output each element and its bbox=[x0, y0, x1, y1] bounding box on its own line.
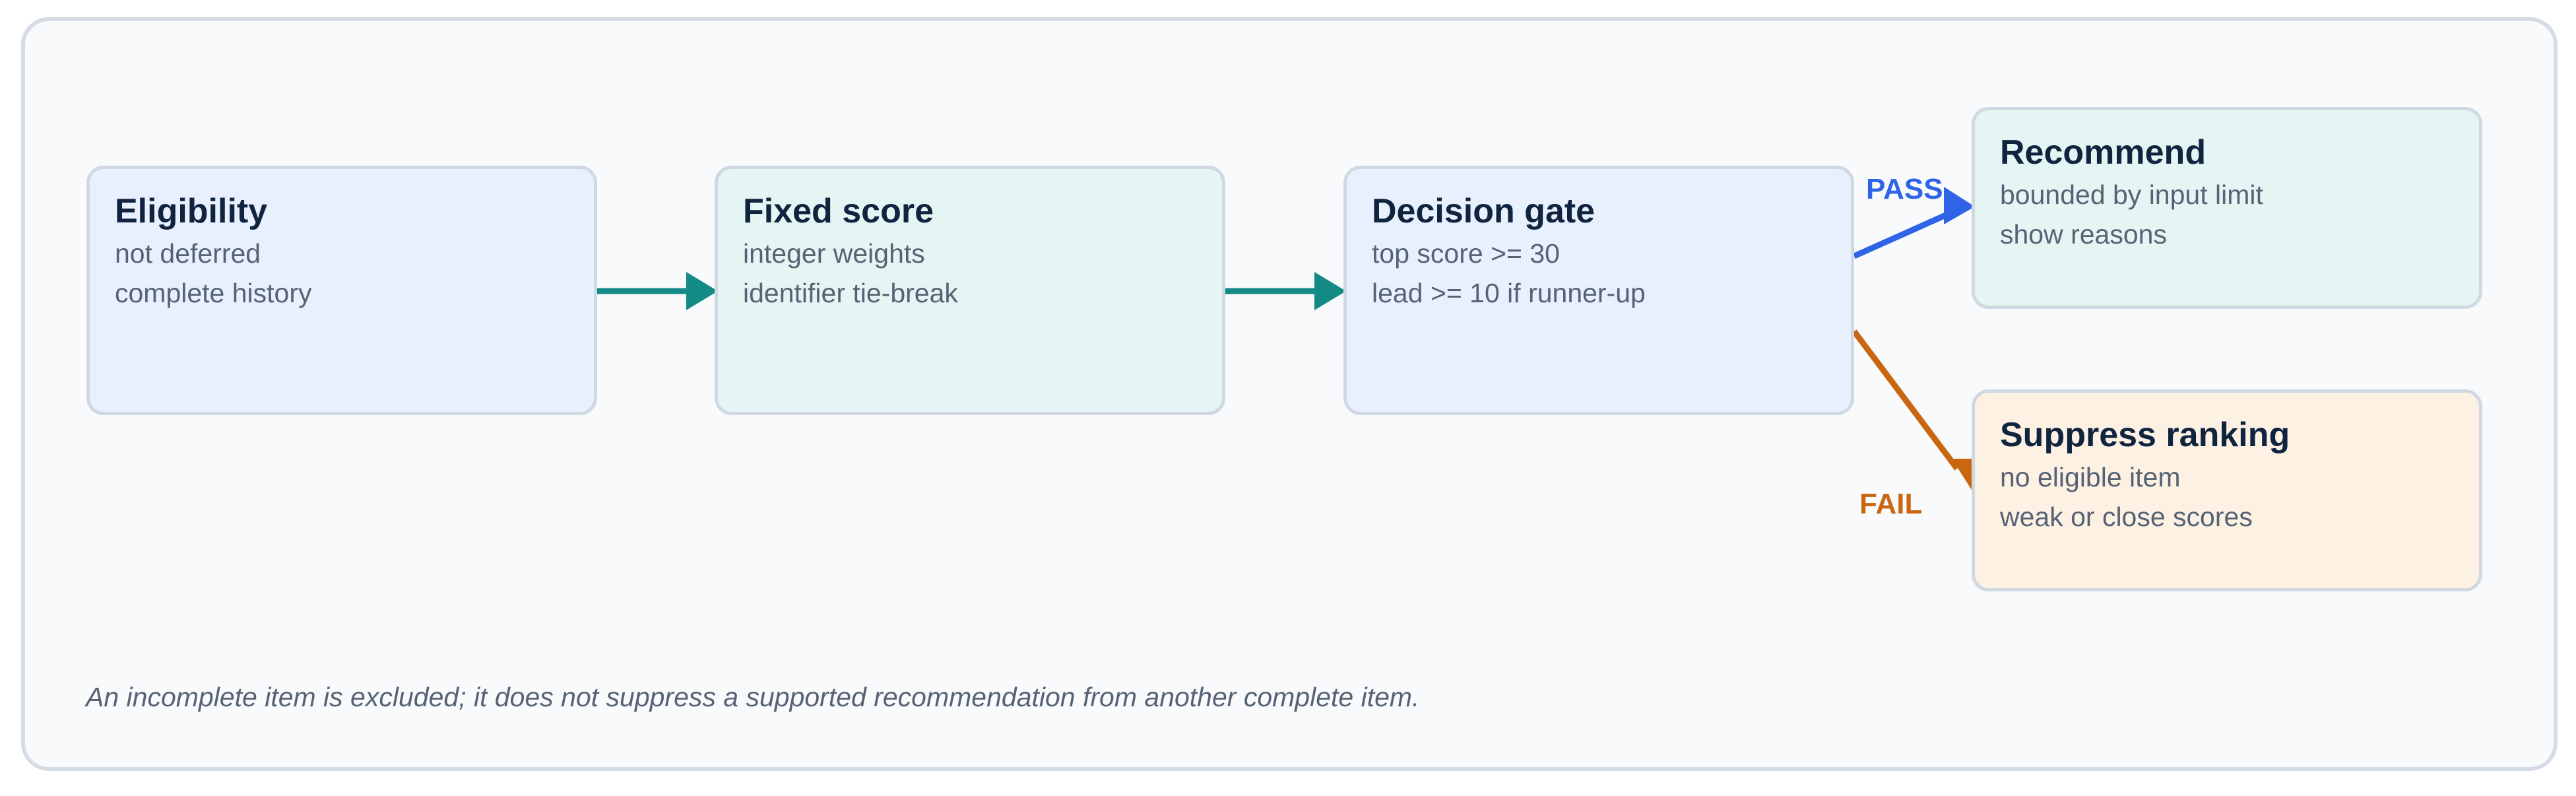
node-decision-gate: Decision gate top score >= 30 lead >= 10… bbox=[1343, 166, 1854, 415]
node-fixed-score-title: Fixed score bbox=[743, 192, 934, 230]
node-recommend: Recommend bounded by input limit show re… bbox=[1972, 107, 2482, 309]
pass-label: PASS bbox=[1866, 173, 1943, 205]
node-recommend-line-1: bounded by input limit bbox=[2000, 180, 2263, 210]
arrow-pass-head bbox=[1944, 187, 1975, 224]
arrow-pass-shaft bbox=[1853, 208, 1956, 259]
arrow-fail-shaft bbox=[1852, 329, 1960, 471]
arrow-fail-to-suppress-ranking bbox=[1852, 329, 1991, 490]
node-recommend-line-2: show reasons bbox=[2000, 219, 2167, 249]
node-fixed-score-line-1: integer weights bbox=[743, 238, 925, 269]
node-decision-gate-line-1: top score >= 30 bbox=[1372, 238, 1560, 269]
node-eligibility-title: Eligibility bbox=[115, 192, 268, 230]
node-fixed-score-line-2: identifier tie-break bbox=[743, 278, 958, 308]
node-fixed-score: Fixed score integer weights identifier t… bbox=[715, 166, 1225, 415]
node-suppress-ranking-line-2: weak or close scores bbox=[2000, 502, 2253, 532]
node-suppress-ranking-line-1: no eligible item bbox=[2000, 462, 2181, 492]
arrow-eligibility-to-fixed-score-head bbox=[686, 272, 718, 310]
node-suppress-ranking-title: Suppress ranking bbox=[2000, 416, 2290, 454]
arrow-eligibility-to-fixed-score bbox=[597, 272, 718, 310]
footnote: An incomplete item is excluded; it does … bbox=[86, 682, 1420, 712]
node-eligibility: Eligibility not deferred complete histor… bbox=[86, 166, 597, 415]
arrow-fixed-score-to-decision-gate bbox=[1225, 272, 1346, 310]
node-decision-gate-line-2: lead >= 10 if runner-up bbox=[1372, 278, 1646, 308]
node-recommend-title: Recommend bbox=[2000, 133, 2206, 172]
node-eligibility-line-2: complete history bbox=[115, 278, 312, 308]
arrow-pass-to-recommend bbox=[1853, 187, 1975, 259]
node-suppress-ranking: Suppress ranking no eligible item weak o… bbox=[1972, 389, 2482, 591]
fail-label: FAIL bbox=[1859, 488, 1923, 520]
arrow-fixed-score-to-decision-gate-head bbox=[1314, 272, 1346, 310]
node-eligibility-line-1: not deferred bbox=[115, 238, 261, 269]
node-decision-gate-title: Decision gate bbox=[1372, 192, 1595, 230]
